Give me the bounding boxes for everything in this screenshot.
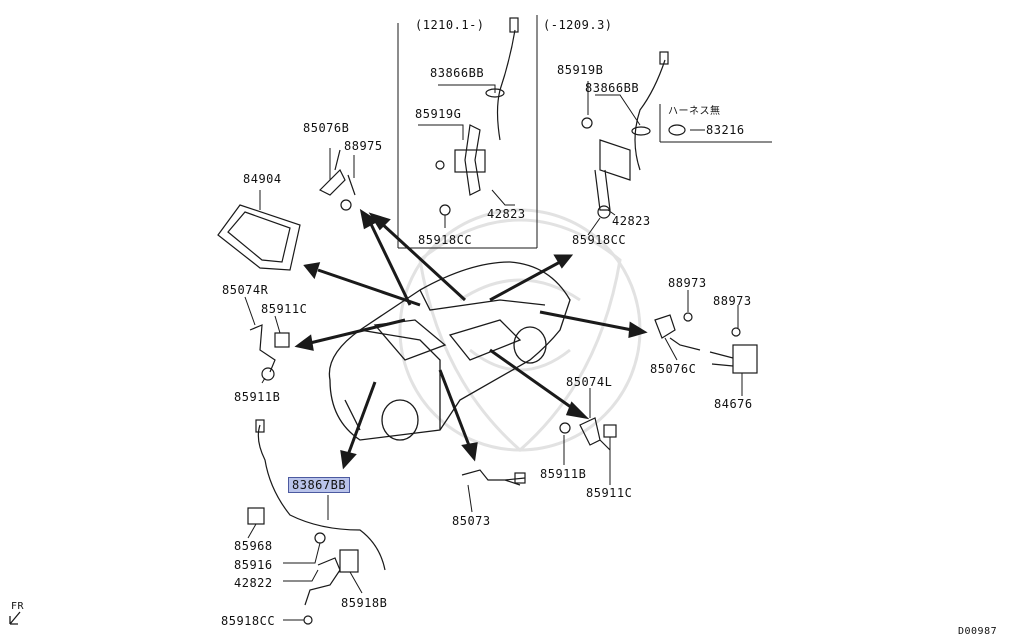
- diagram-code: D00987: [958, 626, 998, 637]
- part-label[interactable]: 42823: [612, 214, 651, 228]
- note-no-harness: ハーネス無: [668, 106, 721, 117]
- part-label[interactable]: 88975: [344, 139, 383, 153]
- part-label[interactable]: 85919B: [557, 63, 604, 77]
- part-label[interactable]: 83216: [706, 123, 745, 137]
- part-label[interactable]: 85074L: [566, 375, 613, 389]
- part-label-highlighted[interactable]: 83867BB: [288, 477, 351, 493]
- leader-arrows: [294, 208, 648, 470]
- part-label[interactable]: 85916: [234, 558, 273, 572]
- part-label[interactable]: 85919G: [415, 107, 462, 121]
- part-label[interactable]: 85074R: [222, 283, 269, 297]
- range-label-old: (-1209.3): [543, 18, 613, 32]
- unit-84676: [732, 344, 758, 374]
- part-label[interactable]: 83866BB: [430, 66, 485, 80]
- part-label[interactable]: 85911C: [261, 302, 308, 316]
- part-label[interactable]: 42823: [487, 207, 526, 221]
- part-label[interactable]: 85073: [452, 514, 491, 528]
- part-label[interactable]: 88973: [668, 276, 707, 290]
- connector-icon: [509, 17, 519, 33]
- part-label[interactable]: 85076C: [650, 362, 697, 376]
- lamp-84904: [217, 204, 301, 271]
- part-label[interactable]: 85076B: [303, 121, 350, 135]
- sensor-85074l: [579, 417, 611, 451]
- part-label[interactable]: 84676: [714, 397, 753, 411]
- part-label[interactable]: 85918CC: [418, 233, 473, 247]
- harness-83867bb: [257, 424, 386, 571]
- part-label[interactable]: 42822: [234, 576, 273, 590]
- part-label[interactable]: 85911B: [234, 390, 281, 404]
- front-arrow-icon: [9, 611, 21, 625]
- front-marker-label: FR: [11, 601, 25, 612]
- part-label[interactable]: 85968: [234, 539, 273, 553]
- sensor-85074r: [249, 324, 276, 373]
- part-label[interactable]: 84904: [243, 172, 282, 186]
- part-label[interactable]: 85918B: [341, 596, 388, 610]
- wire-83866bb-a: [496, 29, 516, 141]
- part-label[interactable]: 85911B: [540, 467, 587, 481]
- bracket-85076b: [318, 149, 356, 196]
- part-label[interactable]: 85918CC: [572, 233, 627, 247]
- part-label[interactable]: 85911C: [586, 486, 633, 500]
- bracket-85076c: [654, 314, 701, 351]
- label-leaders: [244, 81, 743, 621]
- link-42823-a: [464, 124, 481, 196]
- part-label[interactable]: 85918CC: [221, 614, 276, 628]
- range-label-new: (1210.1-): [415, 18, 485, 32]
- part-label[interactable]: 88973: [713, 294, 752, 308]
- wire-83866bb-b: [634, 59, 666, 171]
- part-label[interactable]: 83866BB: [585, 81, 640, 95]
- vehicle-outline: [328, 261, 571, 441]
